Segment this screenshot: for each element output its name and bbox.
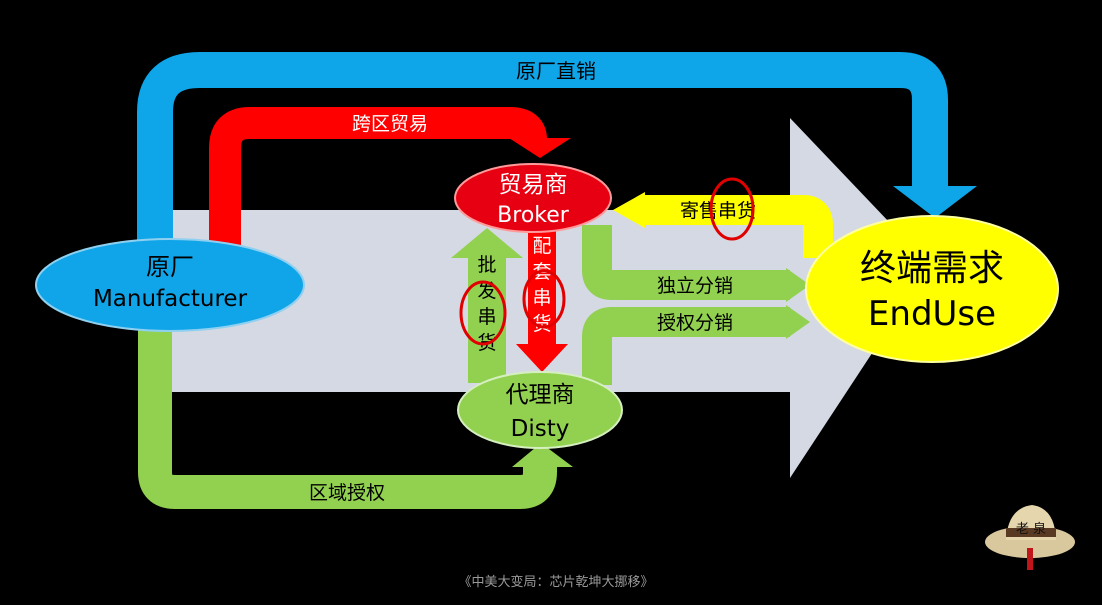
- broker-node: [454, 163, 612, 233]
- independent-distribution-label: 独立分销: [657, 275, 733, 297]
- manufacturer-en-label: Manufacturer: [93, 286, 248, 312]
- regional-authorization-arrowhead: [512, 443, 573, 467]
- regional-authorization-flow: [138, 300, 557, 509]
- direct-sales-flow: [137, 52, 948, 250]
- highlight-circle-wholesale: [459, 280, 507, 346]
- regional-authorization-label: 区域授权: [309, 482, 385, 504]
- broker-en-label: Broker: [497, 203, 570, 228]
- authorized-distribution-flow: [582, 307, 790, 385]
- wholesale-diversion-char-1: 批: [477, 254, 496, 276]
- highlight-circle-kitting: [522, 269, 566, 329]
- wholesale-diversion-shaft: [468, 255, 506, 383]
- caption: 《中美大变局：芯片乾坤大挪移》: [458, 574, 653, 590]
- enduse-cn-label: 终端需求: [860, 248, 1004, 289]
- authorized-distribution-label: 授权分销: [657, 312, 733, 334]
- manufacturer-node: [35, 238, 305, 332]
- cross-region-trade-flow: [209, 107, 547, 252]
- independent-distribution-arrowhead: [786, 268, 810, 302]
- independent-distribution-flow: [582, 225, 790, 300]
- disty-en-label: Disty: [511, 416, 570, 442]
- authorized-distribution-arrowhead: [786, 305, 810, 339]
- kitting-diversion-char-3: 串: [532, 287, 551, 309]
- wholesale-diversion-arrowhead: [451, 228, 523, 258]
- cross-region-trade-arrowhead: [509, 138, 571, 158]
- wholesale-diversion-char-3: 串: [477, 306, 496, 328]
- disty-cn-label: 代理商: [506, 382, 575, 408]
- direct-sales-arrowhead: [893, 186, 977, 218]
- disty-node: [457, 371, 623, 449]
- enduse-en-label: EndUse: [868, 294, 996, 334]
- consignment-diversion-arrowhead: [613, 192, 645, 228]
- watermark-text: 老 泉: [1016, 521, 1046, 537]
- cross-region-trade-label: 跨区贸易: [352, 113, 428, 135]
- direct-sales-label: 原厂直销: [516, 59, 596, 83]
- kitting-diversion-arrowhead: [516, 344, 568, 372]
- straw-hat-icon: 老 泉: [985, 505, 1075, 570]
- manufacturer-cn-label: 原厂: [146, 253, 194, 281]
- enduse-node: [805, 215, 1059, 363]
- kitting-diversion-char-4: 货: [532, 313, 551, 335]
- broker-cn-label: 贸易商: [499, 172, 568, 198]
- consignment-diversion-flow: [640, 195, 833, 258]
- highlight-circle-consignment: [709, 177, 755, 241]
- kitting-diversion-char-1: 配: [532, 235, 551, 257]
- consignment-diversion-label: 寄售串货: [680, 200, 756, 222]
